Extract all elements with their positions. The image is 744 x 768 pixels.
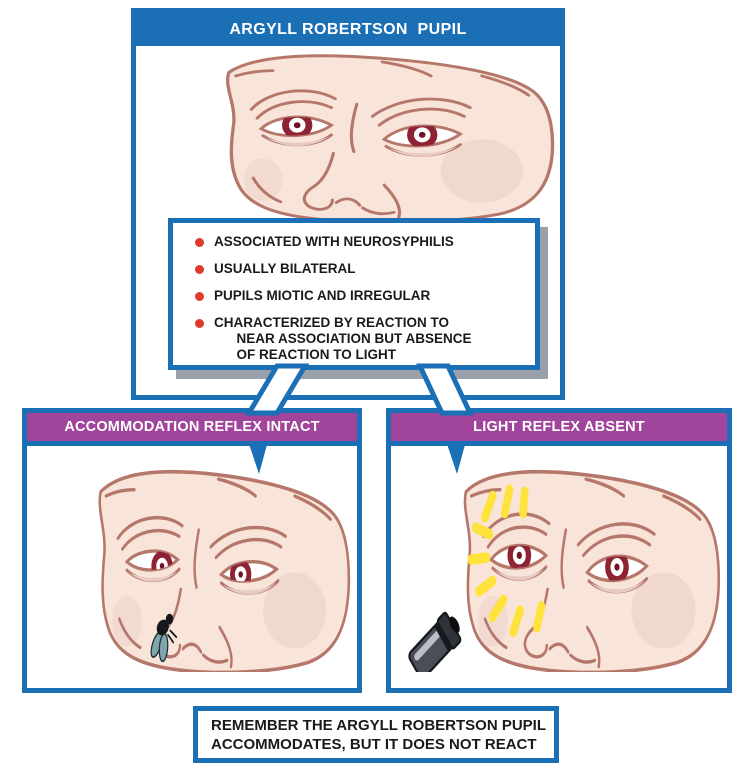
left-iris-miotic [282,116,313,136]
accommodation-title-bar: ACCOMMODATION REFLEX INTACT [27,413,357,446]
top-face-wrap [136,46,560,222]
flashlight-icon [408,611,462,672]
cheek-shading [440,139,523,203]
bullet-text: CHARACTERIZED BY REACTION TO NEAR ASSOCI… [214,315,472,362]
left-iris-unreactive [507,545,532,568]
cheek-shading [243,158,283,201]
bullet-list: ASSOCIATED WITH NEUROSYPHILIS USUALLY BI… [195,234,527,363]
face-illustration-top [226,54,555,222]
under-eye-bag [265,136,329,146]
top-panel-title: ARGYLL ROBERTSON PUPIL [229,20,467,38]
under-eye-bag [129,571,178,582]
light-reflex-panel: LIGHT REFLEX ABSENT [386,408,732,693]
fly-icon [150,613,178,663]
footer-note-box: REMEMBER THE ARGYLL ROBERTSON PUPIL ACCO… [193,706,559,763]
right-iris-miotic [407,125,438,147]
cheek-shading [111,595,142,647]
accommodation-title: ACCOMMODATION REFLEX INTACT [64,419,320,435]
under-eye-bag [591,580,645,594]
callout-box: ASSOCIATED WITH NEUROSYPHILIS USUALLY BI… [168,218,540,370]
bullet-text: ASSOCIATED WITH NEUROSYPHILIS [214,234,454,249]
accommodation-face-wrap [27,460,357,672]
under-eye-bag [223,582,276,595]
cheek-shading [631,572,696,649]
bullet-text: USUALLY BILATERAL [214,261,356,276]
face-illustration-light [408,469,721,672]
light-rays-icon [467,484,546,638]
bullet-item: ASSOCIATED WITH NEUROSYPHILIS [195,234,527,250]
under-eye-bag [494,569,544,581]
footer-note-text: REMEMBER THE ARGYLL ROBERTSON PUPIL ACCO… [211,716,547,753]
bullet-dot-icon [195,264,204,274]
face-lines [234,60,531,220]
light-reflex-title-bar: LIGHT REFLEX ABSENT [391,413,727,446]
right-iris-unreactive [605,556,629,581]
bullet-item: USUALLY BILATERAL [195,261,527,277]
bullet-item: CHARACTERIZED BY REACTION TO NEAR ASSOCI… [195,315,527,363]
cheek-shading [263,572,327,649]
accommodation-panel: ACCOMMODATION REFLEX INTACT [22,408,362,693]
top-panel: ARGYLL ROBERTSON PUPIL [131,8,565,400]
light-face-wrap [391,460,727,672]
light-reflex-title: LIGHT REFLEX ABSENT [473,419,645,435]
bullet-dot-icon [195,291,204,301]
bullet-dot-icon [195,318,204,328]
under-eye-bag [389,146,458,157]
face-illustration-accommodation [98,469,351,672]
bullet-text: PUPILS MIOTIC AND IRREGULAR [214,288,431,303]
face-lines [104,477,332,669]
bullet-dot-icon [195,237,204,247]
bullet-item: PUPILS MIOTIC AND IRREGULAR [195,288,527,304]
top-panel-title-bar: ARGYLL ROBERTSON PUPIL [136,13,560,46]
